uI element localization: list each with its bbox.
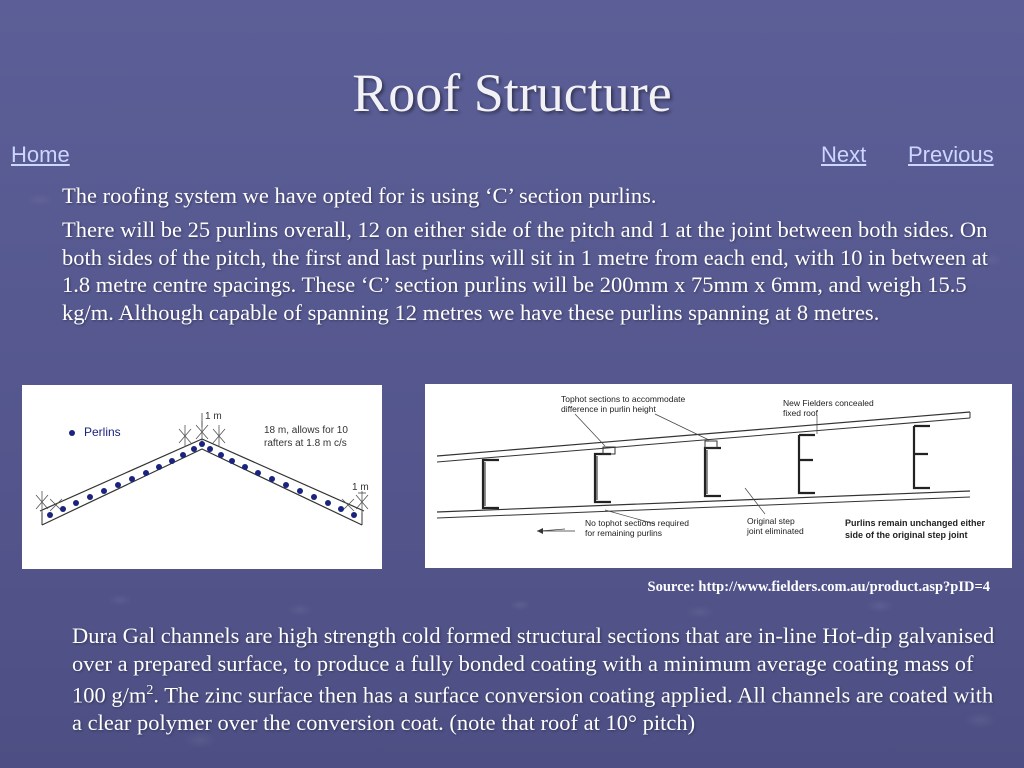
purlin-dots <box>47 441 357 518</box>
intro-paragraph: The roofing system we have opted for is … <box>62 183 657 208</box>
source-citation: Source: http://www.fielders.com.au/produ… <box>648 579 990 596</box>
step-label-line2: joint eliminated <box>746 526 804 536</box>
previous-link[interactable]: Previous <box>908 142 994 167</box>
purlins-label-line2: side of the original step joint <box>845 530 968 540</box>
home-link[interactable]: Home <box>11 142 70 167</box>
tophot-label-line1: Tophot sections to accommodate <box>561 394 686 404</box>
top-dimension-label: 1 m <box>205 411 222 422</box>
step-label-line1: Original step <box>747 516 795 526</box>
next-link[interactable]: Next <box>821 142 867 167</box>
roof-upper-line <box>39 438 365 512</box>
fielders-roof-svg: Tophot sections to accommodate differenc… <box>436 394 986 540</box>
notophot-label-line2: for remaining purlins <box>585 528 662 538</box>
tophot-label-line2: difference in purlin height <box>561 404 656 414</box>
page-title: Roof Structure <box>352 63 672 123</box>
notophot-label-line1: No tophot sections required <box>585 518 689 528</box>
spacing-note-line1: 18 m, allows for 10 <box>264 425 348 436</box>
dura-gal-paragraph: Dura Gal channels are high strength cold… <box>72 622 1002 737</box>
dura-gal-text-start: Dura Gal channels are high strength cold… <box>72 623 995 708</box>
roof-pitch-diagram: Perlins 1 m 1 m 18 m, allows for 10 raft… <box>22 385 382 569</box>
fielders-label-line2: fixed roof <box>783 408 819 418</box>
fielders-roof-diagram: Tophot sections to accommodate differenc… <box>425 384 1012 568</box>
legend-label: Perlins <box>84 425 121 439</box>
dura-gal-text-end: . The zinc surface then has a surface co… <box>72 682 994 736</box>
source-url: http://www.fielders.com.au/product.asp?p… <box>698 579 990 595</box>
purlin-details-paragraph: There will be 25 purlins overall, 12 on … <box>62 217 989 325</box>
source-label: Source: <box>647 579 695 595</box>
roof-lower-line <box>41 448 363 526</box>
superscript-two: 2 <box>146 683 154 698</box>
purlins-label-line1: Purlins remain unchanged either <box>845 518 986 528</box>
cross-markers <box>35 421 369 513</box>
roof-pitch-svg: Perlins 1 m 1 m 18 m, allows for 10 raft… <box>35 411 369 526</box>
legend-dot <box>69 430 75 436</box>
fielders-label-line1: New Fielders concealed <box>783 398 874 408</box>
right-dimension-label: 1 m <box>352 482 369 493</box>
spacing-note-line2: rafters at 1.8 m c/s <box>264 438 347 449</box>
